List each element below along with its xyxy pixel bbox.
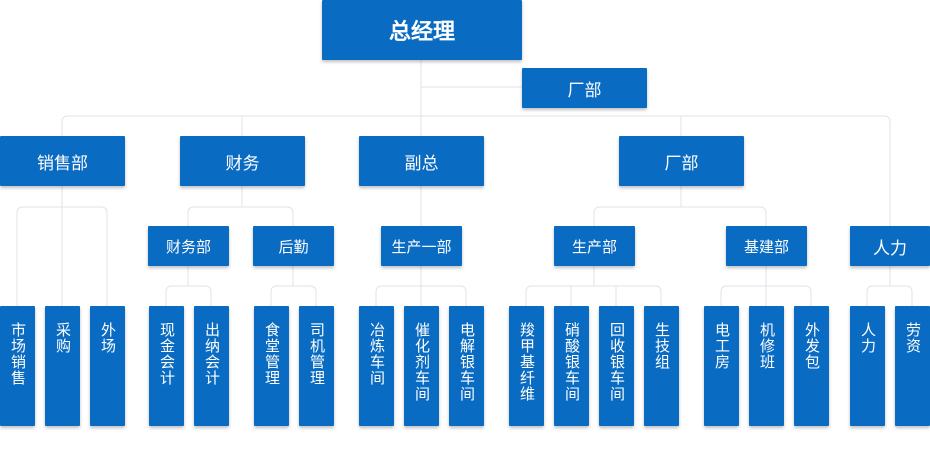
leaf-node: 电工房 (704, 306, 739, 426)
node-root-side: 厂部 (522, 68, 647, 108)
leaf-label: 羧甲基纤维 (518, 322, 536, 402)
node-label: 销售部 (37, 153, 88, 174)
leaf-label: 电解银车间 (458, 322, 476, 402)
node-label: 厂部 (567, 80, 602, 101)
leaf-label: 采购 (54, 322, 72, 354)
leaf-label: 食堂管理 (263, 322, 281, 386)
leaf-label: 市场销售 (9, 322, 27, 386)
leaf-node: 人力 (850, 306, 885, 426)
leaf-label: 出纳会计 (203, 322, 221, 386)
leaf-node: 电解银车间 (449, 306, 484, 426)
leaf-node: 采购 (45, 306, 80, 426)
leaf-node: 冶炼车间 (359, 306, 394, 426)
leaf-label: 司机管理 (308, 322, 326, 386)
node-label: 生产部 (571, 237, 617, 256)
leaf-node: 机修班 (749, 306, 784, 426)
node-label: 财务部 (165, 237, 211, 256)
leaf-label: 外发包 (803, 322, 821, 370)
leaf-node: 硝酸银车间 (554, 306, 589, 426)
leaf-node: 劳资 (895, 306, 930, 426)
leaf-label: 劳资 (904, 322, 922, 354)
leaf-node: 催化剂车间 (404, 306, 439, 426)
node-production: 生产部 (554, 226, 635, 266)
node-root: 总经理 (322, 0, 522, 60)
node-sales: 销售部 (0, 136, 125, 186)
node-hr: 人力 (850, 226, 930, 266)
node-label: 总经理 (388, 20, 455, 45)
node-logistics: 后勤 (253, 226, 334, 266)
leaf-label: 人力 (859, 322, 877, 354)
leaf-label: 催化剂车间 (413, 322, 431, 402)
node-label: 生产一部 (391, 237, 452, 256)
leaf-node: 出纳会计 (194, 306, 229, 426)
leaf-node: 外发包 (794, 306, 829, 426)
node-label: 厂部 (664, 153, 699, 174)
node-label: 后勤 (278, 237, 309, 256)
node-factory: 厂部 (619, 136, 744, 186)
leaf-label: 机修班 (758, 322, 776, 370)
leaf-label: 冶炼车间 (368, 322, 386, 386)
node-label: 基建部 (743, 237, 789, 256)
node-label: 财务 (225, 153, 260, 174)
leaf-node: 生技组 (644, 306, 679, 426)
leaf-node: 食堂管理 (254, 306, 289, 426)
leaf-label: 生技组 (653, 322, 671, 370)
leaf-node: 司机管理 (299, 306, 334, 426)
node-label: 人力 (873, 238, 907, 259)
node-vice-gm: 副总 (359, 136, 484, 186)
node-finance-dept: 财务部 (148, 226, 229, 266)
leaf-label: 硝酸银车间 (563, 322, 581, 402)
leaf-label: 外场 (99, 322, 117, 354)
node-production-1: 生产一部 (381, 226, 462, 266)
node-finance: 财务 (180, 136, 305, 186)
node-infrastructure: 基建部 (726, 226, 807, 266)
leaf-label: 现金会计 (158, 322, 176, 386)
leaf-node: 外场 (90, 306, 125, 426)
leaf-node: 回收银车间 (599, 306, 634, 426)
leaf-node: 现金会计 (149, 306, 184, 426)
node-label: 副总 (404, 153, 439, 174)
leaf-label: 电工房 (713, 322, 731, 370)
leaf-label: 回收银车间 (608, 322, 626, 402)
leaf-node: 羧甲基纤维 (509, 306, 544, 426)
leaf-node: 市场销售 (0, 306, 35, 426)
